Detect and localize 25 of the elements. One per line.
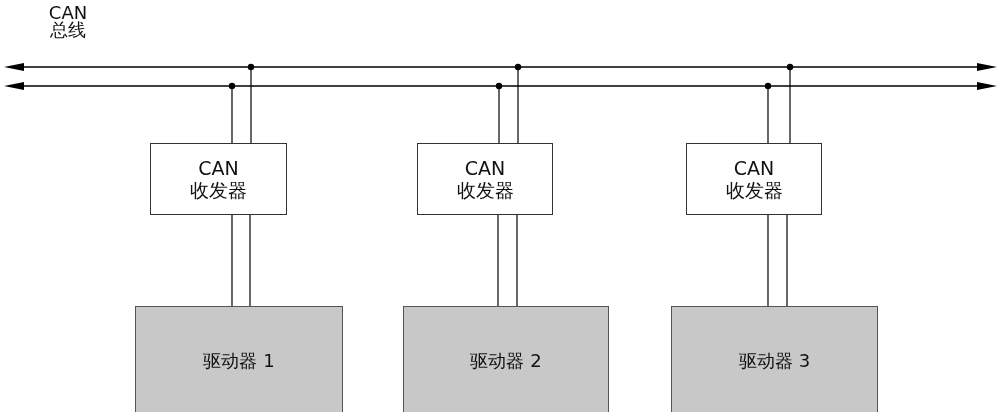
connector-line xyxy=(228,82,236,144)
transceiver-box xyxy=(417,143,553,215)
driver-box xyxy=(403,306,609,412)
connector-line xyxy=(495,82,503,144)
box-label: 驱动器 3 xyxy=(738,349,811,373)
connector-line xyxy=(786,63,794,144)
box-label: CAN 收发器 xyxy=(189,157,248,201)
connector-line xyxy=(786,214,788,307)
connector-line xyxy=(247,63,255,144)
connector-line xyxy=(514,63,522,144)
transceiver-box xyxy=(686,143,822,215)
transceiver-box xyxy=(150,143,287,215)
driver-box xyxy=(135,306,343,412)
connector-line xyxy=(249,214,251,307)
box-label: 驱动器 1 xyxy=(203,349,275,373)
connector-line xyxy=(764,82,772,144)
connector-line xyxy=(767,214,769,307)
box-label: CAN 收发器 xyxy=(455,157,515,201)
connector-line xyxy=(497,214,499,307)
driver-box xyxy=(671,306,878,412)
box-label: 驱动器 2 xyxy=(470,349,542,373)
connector-line xyxy=(231,214,233,307)
bus-label: CAN 总线 xyxy=(47,4,89,38)
box-label: CAN 收发器 xyxy=(724,157,784,201)
connector-line xyxy=(516,214,518,307)
